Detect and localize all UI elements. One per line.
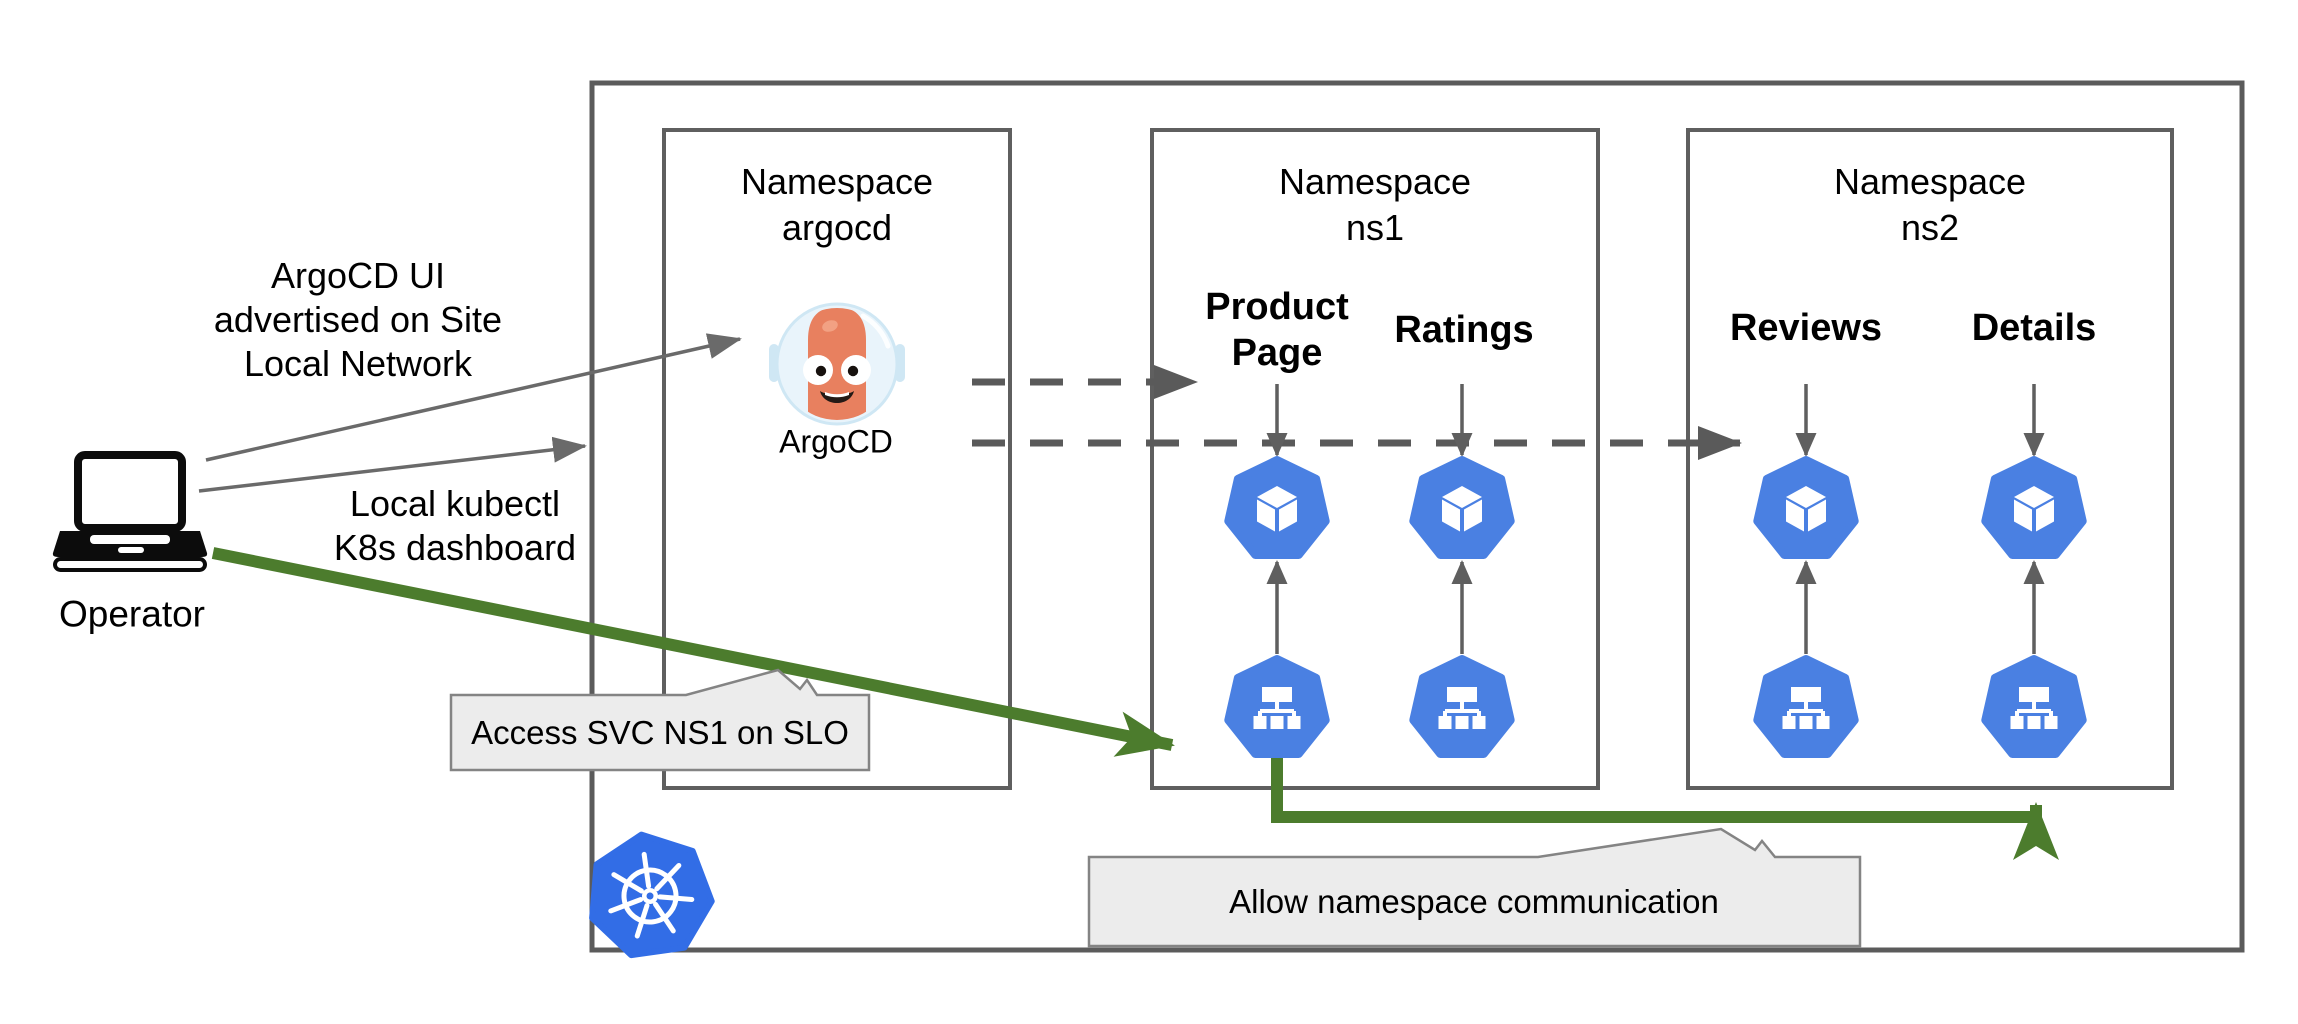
annotation-line: advertised on Site [213,299,503,340]
annotation-kubectl: Local kubectl K8s dashboard [334,482,576,570]
argocd-mascot [769,302,905,426]
service-icon [1985,659,2082,754]
namespace-title-word: Namespace [1833,161,2027,202]
namespace-argocd-title: Namespace argocd [741,159,933,251]
namespace-name: argocd [781,207,893,248]
callout-access-svc-text: Access SVC NS1 on SLO [471,713,849,751]
namespace-ns1-box [1150,128,1600,790]
namespace-title-word: Namespace [1278,161,1472,202]
cluster-box [589,80,2245,953]
callout-allow-ns-text: Allow namespace communication [1229,882,1719,920]
annotation-line: ArgoCD UI [270,255,446,296]
green-arrow-operator-to-ns1-svc [211,547,1175,757]
service-label-details: Details [1971,307,2097,349]
kubernetes-logo [589,831,715,959]
namespace-name: ns1 [1345,207,1405,248]
arrow-operator-to-cluster [198,436,587,493]
service-label-productpage: Product Page [1205,286,1349,374]
service-label-reviews: Reviews [1729,307,1883,349]
pod-icon [1413,460,1510,555]
arrow-operator-to-argocd [205,333,742,462]
service-icon [1413,659,1510,754]
service-icon [1228,659,1325,754]
namespace-ns2-title: Namespace ns2 [1834,159,2026,251]
namespace-ns1-title: Namespace ns1 [1279,159,1471,251]
namespace-argocd-box [662,128,1012,790]
annotation-line: Local kubectl [349,483,561,524]
annotation-line: K8s dashboard [333,527,577,568]
namespace-title-word: Namespace [740,161,934,202]
service-label-ratings: Ratings [1394,309,1534,351]
pod-icon [1757,460,1854,555]
laptop-icon [52,451,208,572]
pod-icon [1985,460,2082,555]
callout-access-svc-shape [449,668,871,772]
pod-icon [1228,460,1325,555]
namespace-ns2-box [1686,128,2174,790]
service-icon [1757,659,1854,754]
namespace-name: ns2 [1900,207,1960,248]
argocd-label: ArgoCD [779,423,893,460]
annotation-line: Local Network [243,343,473,384]
operator-label: Operator [58,593,206,635]
annotation-argocd-ui: ArgoCD UI advertised on Site Local Netwo… [214,254,502,386]
green-arrow-ns1-svc-to-ns2-svc [1271,756,2059,860]
callout-allow-ns-shape [1087,827,1862,948]
